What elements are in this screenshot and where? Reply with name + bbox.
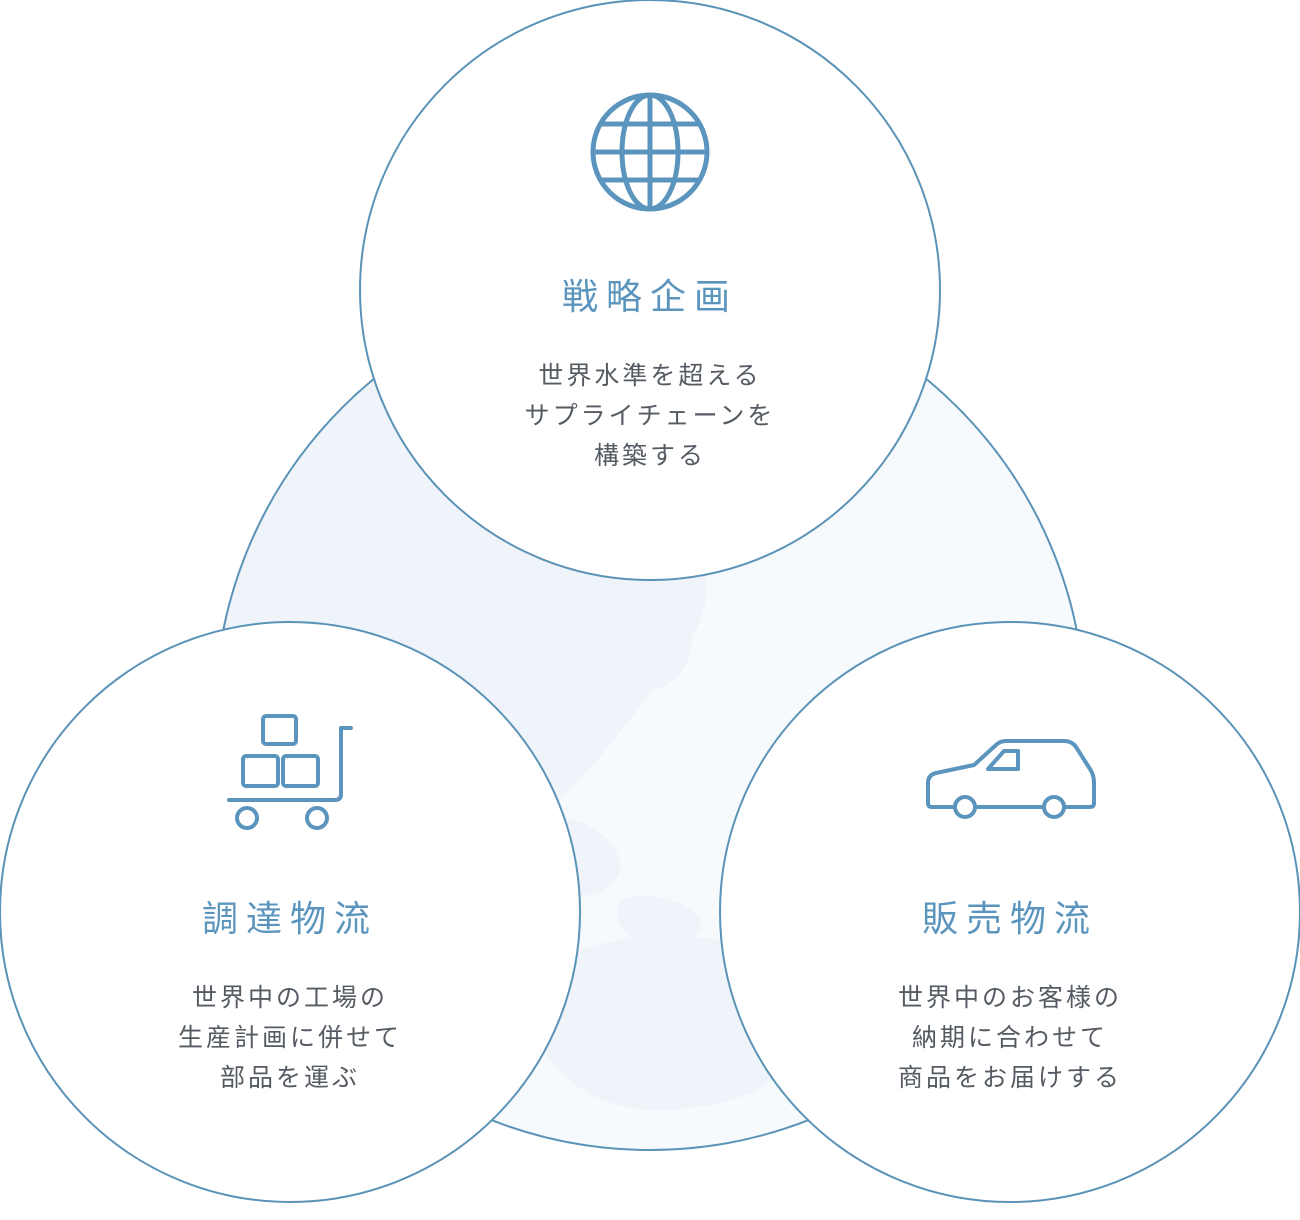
procurement-line-3: 部品を運ぶ [219,1063,360,1092]
node-strategy: 戦略企画 世界水準を超える サプライチェーンを 構築する [360,0,940,580]
van-icon [720,737,1300,821]
procurement-line-1: 世界中の工場の [191,983,388,1012]
procurement-circle [0,621,581,1203]
procurement-description: 世界中の工場の 生産計画に併せて 部品を運ぶ [0,978,580,1098]
node-procurement: 調達物流 世界中の工場の 生産計画に併せて 部品を運ぶ [0,622,580,1202]
sales-circle [719,621,1300,1203]
cart-boxes-icon [0,714,580,834]
globe-icon [360,90,940,214]
strategy-line-1: 世界水準を超える [538,361,762,390]
procurement-line-2: 生産計画に併せて [177,1023,402,1052]
sales-line-2: 納期に合わせて [911,1023,1108,1052]
node-sales: 販売物流 世界中のお客様の 納期に合わせて 商品をお届けする [720,622,1300,1202]
strategy-circle [359,0,941,581]
sales-line-1: 世界中のお客様の [897,983,1122,1012]
strategy-title: 戦略企画 [561,277,738,318]
sales-line-3: 商品をお届けする [897,1063,1122,1092]
sales-title: 販売物流 [921,899,1098,940]
procurement-title: 調達物流 [201,899,378,940]
strategy-description: 世界水準を超える サプライチェーンを 構築する [360,356,940,476]
strategy-line-3: 構築する [593,441,706,470]
strategy-line-2: サプライチェーンを [524,401,776,430]
sales-description: 世界中のお客様の 納期に合わせて 商品をお届けする [720,978,1300,1098]
